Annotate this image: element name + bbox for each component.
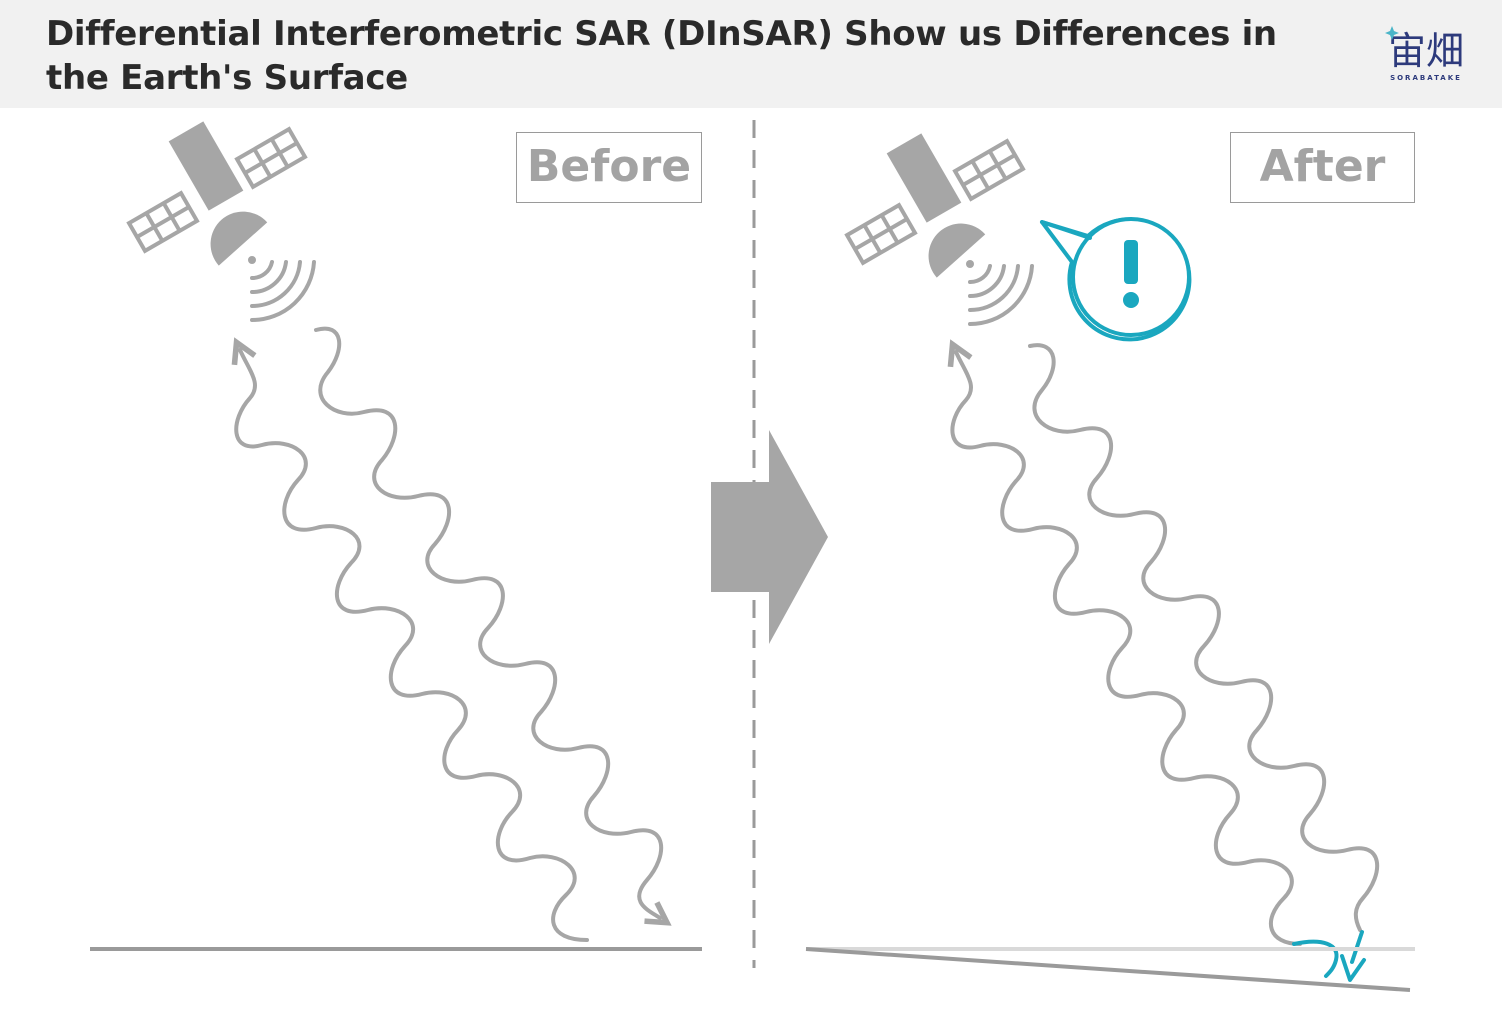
logo-mark-text: 宙畑	[1388, 29, 1464, 72]
incident-wave-after	[1028, 343, 1380, 932]
reflected-wave-after	[952, 352, 1302, 946]
before-label: Before	[516, 132, 702, 203]
deformation-return-accent	[1292, 939, 1339, 978]
incident-wave-before	[314, 326, 661, 918]
logo-subtext: SORABATAKE	[1390, 74, 1462, 82]
ground-line-subsided-after	[805, 947, 1411, 992]
page-title: Differential Interferometric SAR (DInSAR…	[46, 14, 1277, 98]
satellite-icon-after	[844, 133, 1026, 278]
dinsar-diagram	[90, 120, 1415, 992]
signal-waves-icon-after	[966, 260, 1034, 327]
after-label: After	[1230, 132, 1415, 203]
reflected-wave-before	[236, 350, 589, 942]
signal-waves-icon-before	[248, 256, 316, 323]
satellite-icon-before	[126, 121, 308, 266]
header-bar: Differential Interferometric SAR (DInSAR…	[0, 0, 1502, 108]
exclamation-bubble-icon	[1040, 217, 1192, 342]
logo-mark-icon: 宙畑	[1385, 26, 1464, 72]
arrow-right-icon	[711, 430, 828, 644]
sorabatake-logo: 宙畑 SORABATAKE	[1380, 24, 1472, 88]
